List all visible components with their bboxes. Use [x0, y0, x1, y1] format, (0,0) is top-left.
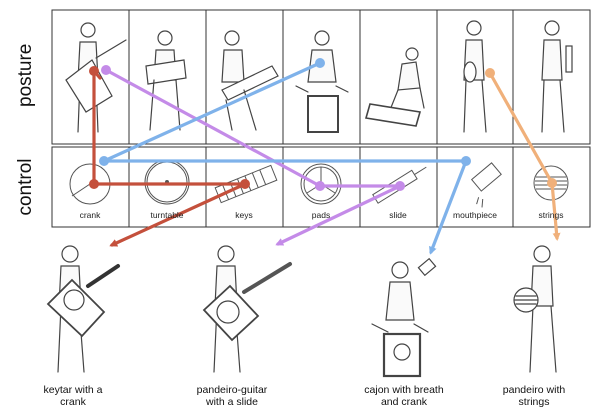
- combo-label-pandeiro-guitar: pandeiro-guitar with a slide: [167, 384, 297, 408]
- red-dot-posture: [89, 66, 99, 76]
- pandeiro-strings-figure: [514, 246, 556, 372]
- combo-line-1: cajon with breath: [339, 384, 469, 396]
- blue-dot-mouthpiece: [461, 156, 471, 166]
- combo-line-1: keytar with a: [8, 384, 138, 396]
- posture-figure-standing-tube: [542, 21, 572, 132]
- blue-arrow-to-cajon: [431, 161, 466, 252]
- combo-label-pandeiro-strings: pandeiro with strings: [469, 384, 599, 408]
- posture-figure-seated-board: [366, 48, 424, 126]
- combo-line-2: strings: [469, 396, 599, 408]
- control-label-slide: slide: [360, 210, 436, 220]
- combo-line-2: and crank: [339, 396, 469, 408]
- keytar-crank-figure: [48, 246, 118, 372]
- purple-path-posture-pads: [106, 70, 320, 186]
- posture-figures: [66, 21, 572, 132]
- control-label-turntable: turntable: [129, 210, 205, 220]
- control-label-pads: pads: [283, 210, 359, 220]
- connections: [89, 58, 557, 252]
- posture-figure-seated-box: [296, 31, 348, 132]
- combo-line-1: pandeiro with: [469, 384, 599, 396]
- control-label-crank: crank: [52, 210, 128, 220]
- purple-dot-slide: [395, 181, 405, 191]
- mouthpiece-icon: [462, 163, 509, 209]
- posture-row-label: posture: [15, 47, 37, 107]
- combo-line-1: pandeiro-guitar: [167, 384, 297, 396]
- red-dot-keys: [240, 179, 250, 189]
- control-label-keys: keys: [206, 210, 282, 220]
- pandeiro-guitar-figure: [204, 246, 290, 372]
- combo-label-cajon: cajon with breath and crank: [339, 384, 469, 408]
- posture-figure-seated-turntable: [146, 31, 186, 130]
- purple-dot-posture: [101, 65, 111, 75]
- orange-dot-posture: [485, 68, 495, 78]
- cajon-figure: [372, 259, 436, 376]
- blue-dot-crank: [99, 156, 109, 166]
- posture-figure-standing-round: [464, 21, 486, 132]
- blue-dot-posture: [315, 58, 325, 68]
- combo-label-keytar: keytar with a crank: [8, 384, 138, 408]
- posture-figure-seated-angled: [222, 31, 278, 130]
- red-dot-crank: [89, 179, 99, 189]
- orange-dot-strings: [547, 178, 557, 188]
- blue-path-posture-crank: [104, 63, 320, 161]
- control-label-strings: strings: [513, 210, 589, 220]
- combo-line-2: with a slide: [167, 396, 297, 408]
- combination-figures: [48, 246, 556, 376]
- control-label-mouthpiece: mouthpiece: [437, 210, 513, 220]
- purple-dot-pads: [315, 181, 325, 191]
- combo-line-2: crank: [8, 396, 138, 408]
- control-row-label: control: [15, 157, 37, 217]
